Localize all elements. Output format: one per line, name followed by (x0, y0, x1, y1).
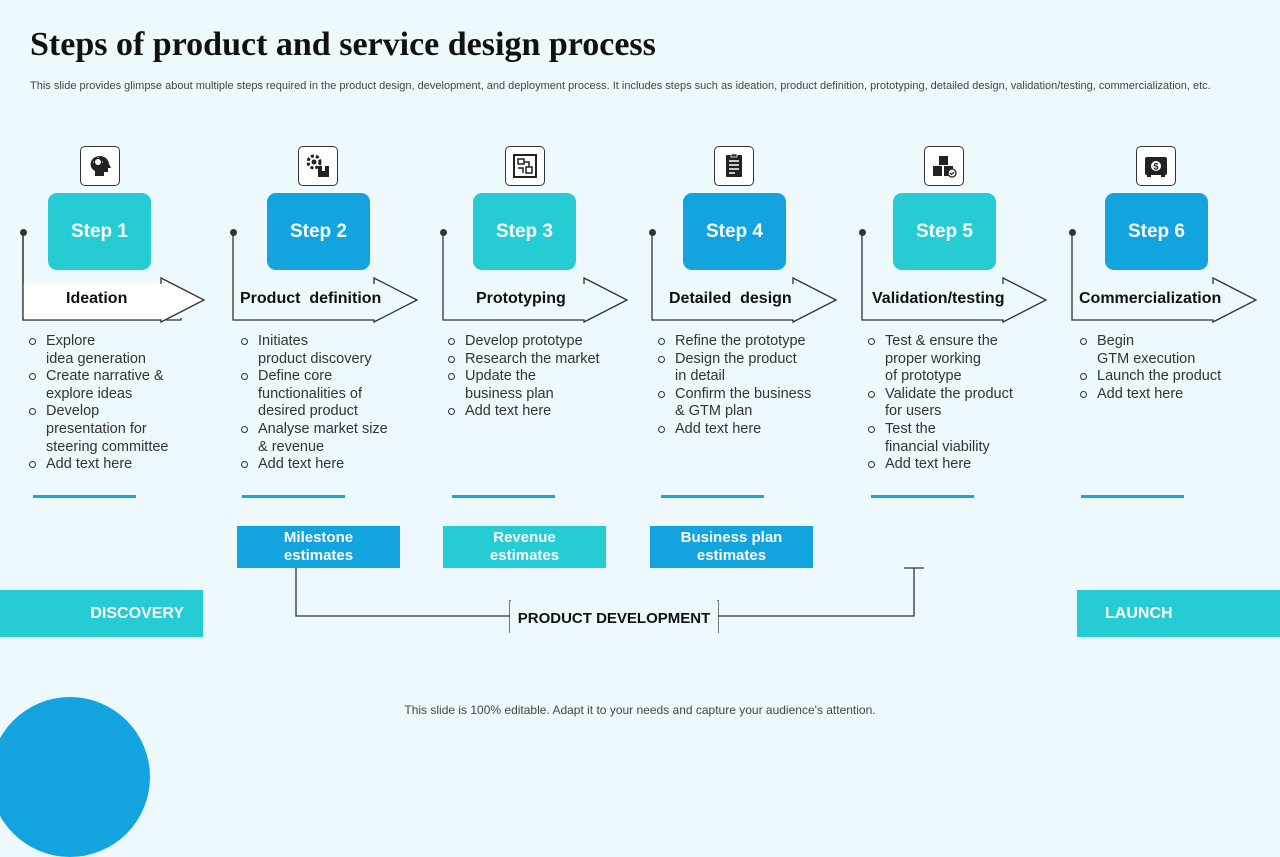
divider-line (661, 495, 764, 498)
step-3-box: Step 3 (473, 193, 576, 270)
stage-name-detailed-design: Detailed design (669, 290, 792, 307)
lane-start-dot (859, 229, 866, 236)
bullet-item: Explore idea generation (26, 333, 216, 368)
divider-line (1081, 495, 1184, 498)
stage-name-commercialization: Commercialization (1079, 290, 1222, 307)
bullet-item: Design the product in detail (655, 351, 845, 386)
step-2-box: Step 2 (267, 193, 370, 270)
divider-line (871, 495, 974, 498)
bullet-item: Test & ensure the proper working of prot… (865, 333, 1055, 386)
lane-start-dot (649, 229, 656, 236)
svg-text:$: $ (1153, 162, 1158, 172)
launch-phase-banner: LAUNCH (1077, 590, 1280, 637)
decorative-circle (0, 697, 150, 857)
bullet-item: Add text here (1077, 386, 1267, 404)
bullet-item: Create narrative & explore ideas (26, 368, 216, 403)
stage-name-prototyping: Prototyping (476, 290, 566, 307)
bullet-item: Refine the prototype (655, 333, 845, 351)
step-6-box: Step 6 (1105, 193, 1208, 270)
document-list-icon (714, 146, 754, 186)
bullet-list: Test & ensure the proper working of prot… (865, 333, 1055, 474)
bullet-item: Develop presentation for steering commit… (26, 403, 216, 456)
bullet-item: Begin GTM execution (1077, 333, 1267, 368)
slide-footer: This slide is 100% editable. Adapt it to… (404, 703, 876, 717)
lane-start-dot (230, 229, 237, 236)
bullet-item: Add text here (26, 456, 216, 474)
bullet-item: Launch the product (1077, 368, 1267, 386)
business-plan-estimates-box: Business plan estimates (650, 526, 813, 568)
divider-line (33, 495, 136, 498)
step-4-box: Step 4 (683, 193, 786, 270)
gear-product-icon (298, 146, 338, 186)
lane-start-dot (20, 229, 27, 236)
bullet-item: Analyse market size & revenue (238, 421, 428, 456)
slide-subtitle: This slide provides glimpse about multip… (30, 80, 1211, 92)
step-1-box: Step 1 (48, 193, 151, 270)
idea-head-icon (80, 146, 120, 186)
stage-name-product-definition: Product definition (240, 290, 382, 307)
money-safe-icon: $ (1136, 146, 1176, 186)
lane-start-dot (1069, 229, 1076, 236)
bullet-item: Develop prototype (445, 333, 635, 351)
stage-name-validation-testing: Validation/testing (872, 290, 1005, 307)
boxes-check-icon (924, 146, 964, 186)
bullet-item: Update the business plan (445, 368, 635, 403)
bullet-item: Add text here (238, 456, 428, 474)
step-5-box: Step 5 (893, 193, 996, 270)
stage-name-ideation: Ideation (66, 290, 128, 307)
divider-line (452, 495, 555, 498)
lane-start-dot (440, 229, 447, 236)
discovery-phase-banner: DISCOVERY (0, 590, 203, 637)
bullet-item: Initiates product discovery (238, 333, 428, 368)
product-development-label: PRODUCT DEVELOPMENT (510, 601, 718, 635)
bullet-item: Add text here (445, 403, 635, 421)
bullet-item: Define core functionalities of desired p… (238, 368, 428, 421)
milestone-estimates-box: Milestone estimates (237, 526, 400, 568)
bullet-item: Research the market (445, 351, 635, 369)
bullet-item: Test the financial viability (865, 421, 1055, 456)
bullet-item: Add text here (655, 421, 845, 439)
bullet-item: Confirm the business & GTM plan (655, 386, 845, 421)
bullet-item: Validate the product for users (865, 386, 1055, 421)
bullet-item: Add text here (865, 456, 1055, 474)
slide-title: Steps of product and service design proc… (30, 26, 656, 63)
divider-line (242, 495, 345, 498)
revenue-estimates-box: Revenue estimates (443, 526, 606, 568)
blueprint-icon (505, 146, 545, 186)
